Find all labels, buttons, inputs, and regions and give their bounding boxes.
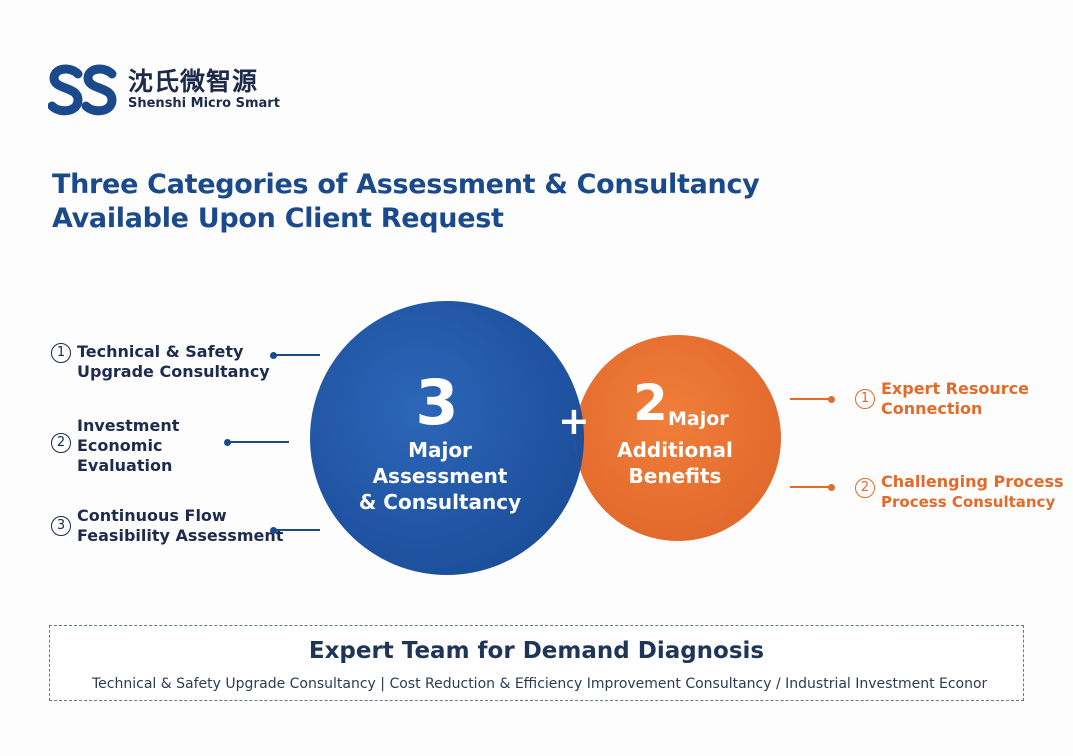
connector-dot bbox=[828, 483, 835, 491]
connector-dot bbox=[270, 351, 277, 359]
orange-caption-line-1: Additional bbox=[617, 438, 733, 462]
connector-dot bbox=[828, 395, 835, 403]
left-item-1: 1 Technical & Safety Upgrade Consultancy bbox=[51, 342, 270, 382]
right-item-2: 2 Challenging Process Process Consultanc… bbox=[855, 472, 1063, 512]
number-badge-right-1: 1 bbox=[855, 389, 875, 409]
right-item-1: 1 Expert Resource Connection bbox=[855, 379, 1029, 419]
left-item-2-line-2: Economic bbox=[77, 436, 163, 455]
title-line-1: Three Categories of Assessment & Consult… bbox=[52, 169, 760, 200]
blue-caption-line-2: & Consultancy bbox=[358, 490, 522, 514]
left-item-3: 3 Continuous Flow Feasibility Assessment bbox=[51, 506, 283, 546]
number-badge-right-2: 2 bbox=[855, 478, 875, 498]
right-item-1-line-1: Expert Resource bbox=[881, 379, 1029, 398]
left-item-2: 2 Investment Economic Evaluation bbox=[51, 416, 179, 476]
blue-circle bbox=[310, 301, 584, 575]
right-item-1-line-2: Connection bbox=[881, 399, 983, 418]
page-title: Three Categories of Assessment & Consult… bbox=[52, 168, 952, 236]
left-item-3-line-2: Feasibility Assessment bbox=[77, 526, 284, 545]
connector-left-3 bbox=[270, 526, 320, 534]
logo-name-cn: 沈氏微智源 bbox=[128, 67, 259, 96]
plus-sign: + bbox=[558, 399, 590, 443]
bottom-subtitle: Technical & Safety Upgrade Consultancy |… bbox=[92, 676, 987, 692]
left-item-2-line-3: Evaluation bbox=[77, 456, 173, 475]
connector-right-2 bbox=[790, 483, 835, 491]
orange-caption-line-2: Benefits bbox=[628, 464, 722, 488]
logo: 沈氏微智源 Shenshi Micro Smart bbox=[48, 64, 280, 116]
number-badge-2: 2 bbox=[51, 433, 71, 453]
connector-left-2 bbox=[224, 438, 289, 446]
ss-logo-icon bbox=[48, 64, 117, 116]
connector-right-1 bbox=[790, 395, 835, 403]
left-item-1-line-1: Technical & Safety bbox=[77, 342, 244, 361]
logo-name-en: Shenshi Micro Smart bbox=[128, 96, 280, 111]
orange-circle-number: 2 bbox=[633, 374, 668, 432]
connector-dot bbox=[270, 526, 277, 534]
left-item-3-line-1: Continuous Flow bbox=[77, 506, 227, 525]
left-item-2-line-1: Investment bbox=[77, 416, 180, 435]
right-item-2-line-1: Challenging Process bbox=[881, 472, 1064, 491]
expert-team-box: Expert Team for Demand Diagnosis Technic… bbox=[49, 625, 1024, 701]
venn-circles bbox=[310, 301, 781, 575]
blue-caption-line-1: Major Assessment bbox=[372, 438, 508, 488]
orange-circle-caption: Additional Benefits bbox=[600, 437, 750, 489]
left-item-1-line-2: Upgrade Consultancy bbox=[77, 362, 270, 381]
right-item-2-line-2: Process Consultancy bbox=[881, 493, 1056, 511]
number-badge-3: 3 bbox=[51, 516, 71, 536]
orange-circle bbox=[575, 335, 781, 541]
blue-circle-number: 3 bbox=[415, 366, 459, 439]
blue-circle-caption: Major Assessment & Consultancy bbox=[340, 437, 540, 515]
number-badge-1: 1 bbox=[51, 343, 71, 363]
connector-dot bbox=[224, 438, 231, 446]
venn-diagram: 3 Major Assessment & Consultancy + 2 Maj… bbox=[300, 290, 800, 590]
bottom-title: Expert Team for Demand Diagnosis bbox=[308, 638, 765, 664]
orange-circle-major-label: Major bbox=[668, 408, 729, 430]
title-line-2: Available Upon Client Request bbox=[52, 203, 504, 234]
connector-left-1 bbox=[270, 351, 320, 359]
